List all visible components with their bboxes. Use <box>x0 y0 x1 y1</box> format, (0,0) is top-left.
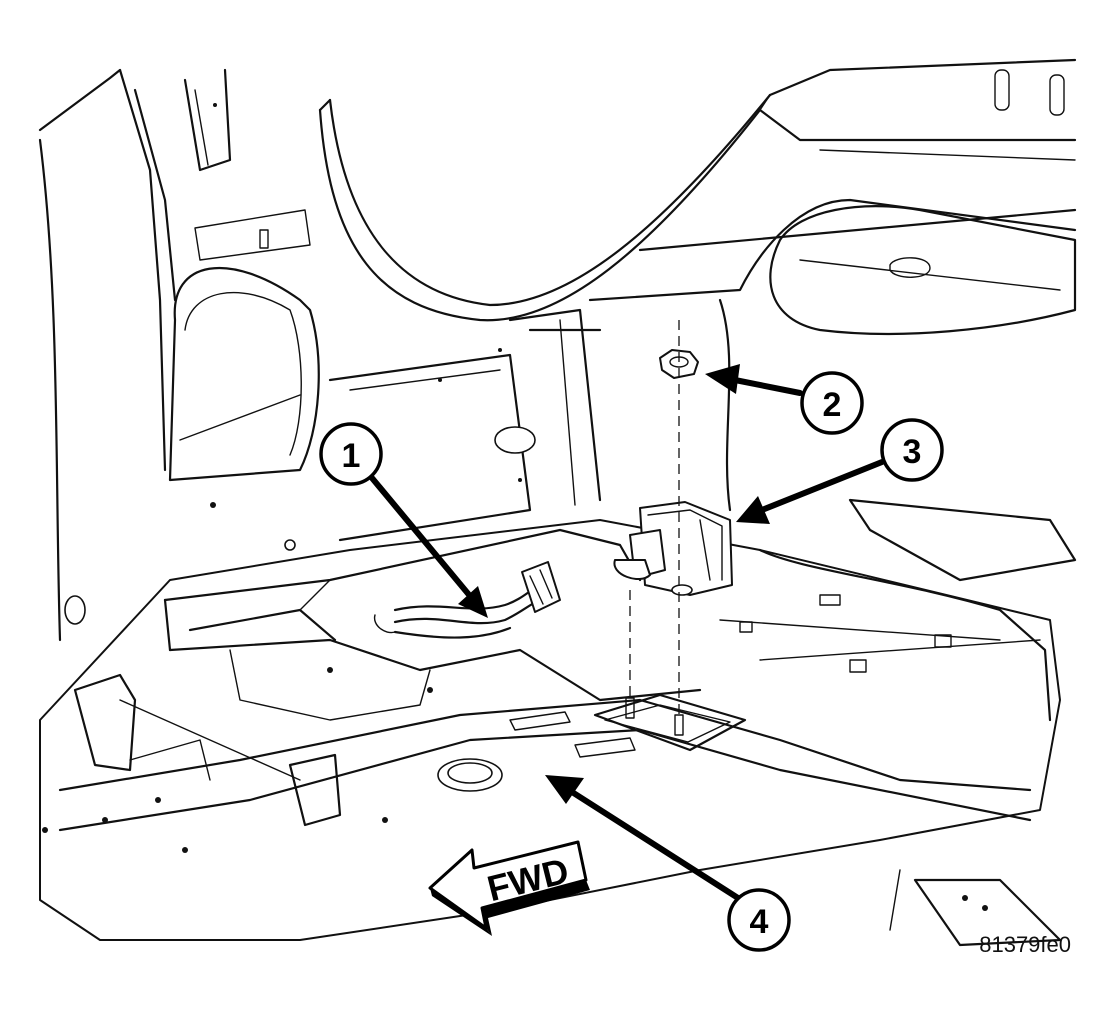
rear-body-structure <box>38 58 1077 642</box>
callout-2: 2 <box>705 364 864 435</box>
figure-id: 81379fe0 <box>979 932 1071 957</box>
callout-1: 1 <box>319 422 488 618</box>
callout-4: 4 <box>545 775 791 952</box>
callout-number: 4 <box>750 903 769 941</box>
floor-pan <box>39 498 1077 947</box>
harness-connector <box>521 561 561 613</box>
callout-number: 3 <box>903 433 922 471</box>
callout-number: 2 <box>823 386 842 424</box>
callout-3: 3 <box>736 418 944 524</box>
mounting-nut <box>659 349 699 379</box>
callout-number: 1 <box>342 437 361 475</box>
install-guides <box>625 320 684 736</box>
impact-sensor <box>613 501 733 596</box>
wire-harness <box>373 586 542 639</box>
